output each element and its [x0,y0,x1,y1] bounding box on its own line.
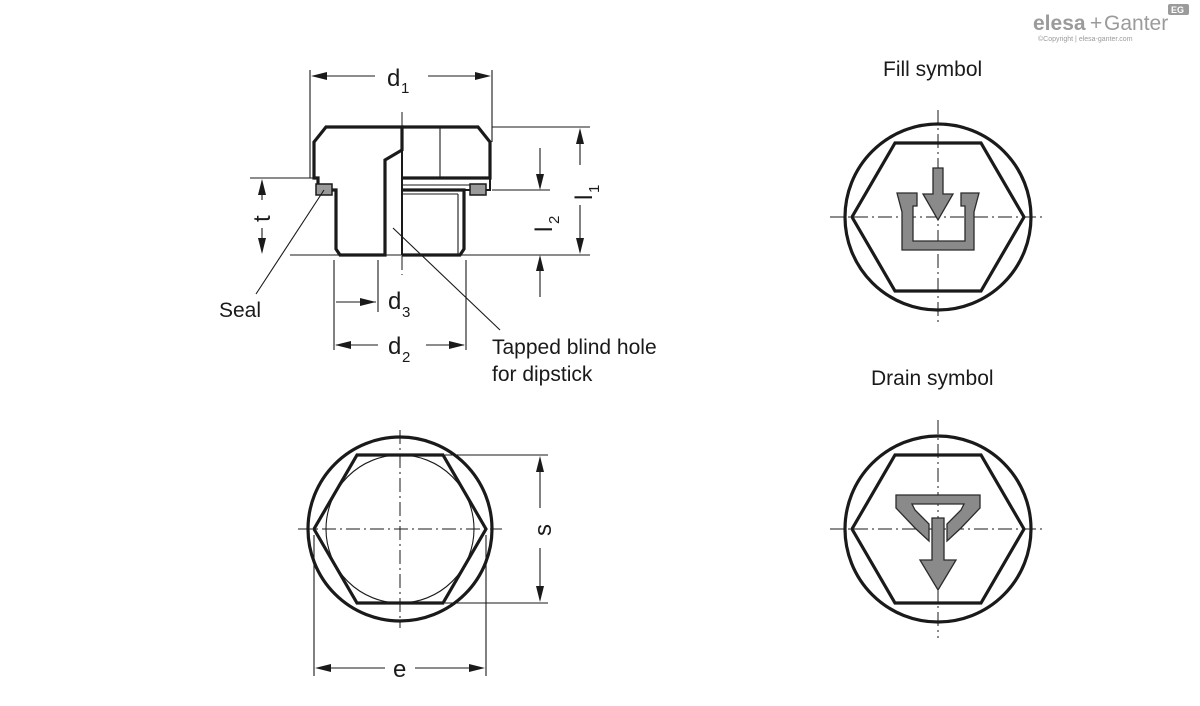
label-l1: l [571,195,598,200]
label-l2: l [531,227,558,232]
elesa-ganter-logo: elesa + Ganter EG ©Copyright | elesa-gan… [1033,4,1189,43]
dim-d2: d 2 [335,333,465,366]
drain-hex-outline [850,453,1026,605]
label-d1-sub: 1 [401,80,409,97]
label-d1: d [387,65,400,92]
seal-label: Seal [219,299,261,322]
dim-s: s [530,456,557,602]
label-e: e [393,656,406,683]
fill-symbol-title: Fill symbol [883,58,982,81]
label-d2-sub: 2 [402,349,410,366]
label-l2-sub: 2 [546,216,563,224]
logo-badge-bg [1168,4,1189,15]
drain-symbol-view: Drain symbol [830,367,1046,638]
label-d2: d [388,333,401,360]
logo-copyright: ©Copyright | elesa-ganter.com [1038,35,1133,43]
dim-l1: l 1 [571,128,603,254]
seal-ring-left [315,183,333,196]
drain-symbol-title: Drain symbol [871,367,994,390]
label-t: t [249,215,276,222]
seal-ring-right [469,183,487,196]
drain-arrow-icon [918,517,958,592]
label-d3-sub: 3 [402,304,410,321]
label-s: s [530,524,557,536]
fill-symbol-view: Fill symbol [830,58,1046,324]
section-view: d 1 l 1 l 2 t [219,65,657,386]
logo-badge: EG [1171,5,1184,15]
logo-plus: + [1090,12,1102,35]
tapped-label-line2: for dipstick [492,363,593,386]
fill-hex-outline [850,141,1026,293]
tapped-hole-callout: Tapped blind hole for dipstick [392,227,657,386]
dim-l2: l 2 [531,148,563,297]
fill-arrow-icon [921,167,955,222]
dim-d1: d 1 [311,65,491,97]
dim-t: t [249,179,276,254]
hex-head-right [402,125,492,180]
dim-d3: d 3 [336,288,410,321]
logo-partner: Ganter [1104,12,1168,35]
label-d3: d [388,288,401,315]
dim-e: e [315,656,485,683]
label-l1-sub: 1 [586,185,603,193]
seal-callout: Seal [219,189,325,322]
logo-name: elesa [1033,12,1086,35]
blind-hole-tip [384,149,403,161]
tapped-label-line1: Tapped blind hole [492,336,657,359]
top-view: s e [298,430,557,683]
fill-tray-icon [896,192,980,251]
hex-outline [312,453,488,605]
drain-tray-icon [895,494,981,543]
